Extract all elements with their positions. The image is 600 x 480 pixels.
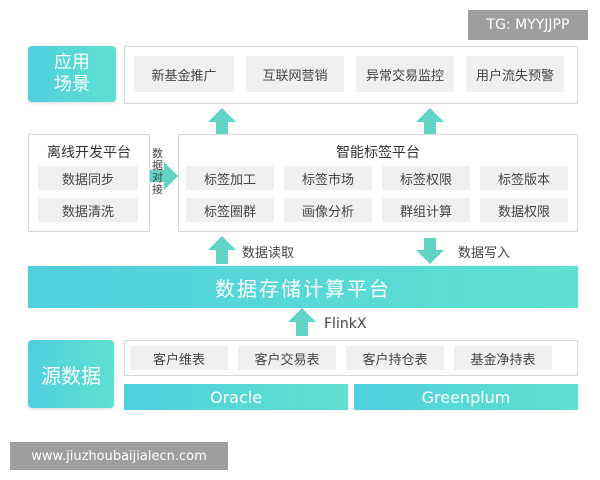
tag-item: 画像分析 <box>284 198 372 222</box>
tag-item: 数据权限 <box>480 198 568 222</box>
arrow-right-icon <box>150 162 178 190</box>
source-table: 客户持仓表 <box>346 346 444 370</box>
source-table: 基金净持表 <box>454 346 552 370</box>
tag-item: 标签版本 <box>480 166 568 190</box>
tag-item: 标签圈群 <box>186 198 274 222</box>
arrow-down-icon <box>416 238 444 264</box>
db-greenplum: Greenplum <box>354 384 578 410</box>
offline-item: 数据清洗 <box>38 198 138 222</box>
flinkx-label: FlinkX <box>324 316 367 332</box>
arrow-up-icon <box>208 236 236 264</box>
storage-bar: 数据存储计算平台 <box>28 266 578 308</box>
tag-item: 标签加工 <box>186 166 274 190</box>
tag-item: 群组计算 <box>382 198 470 222</box>
app-item: 互联网营销 <box>246 56 344 92</box>
tag-item: 标签市场 <box>284 166 372 190</box>
app-item: 用户流失预警 <box>466 56 564 92</box>
data-read-label: 数据读取 <box>242 246 295 261</box>
watermark-top: TG: MYYJJPP <box>468 10 588 40</box>
db-oracle: Oracle <box>124 384 348 410</box>
app-item: 异常交易监控 <box>356 56 454 92</box>
arrow-up-icon <box>416 108 444 134</box>
watermark-bottom: www.jiuzhoubaijialecn.com <box>10 442 228 470</box>
arrow-up-icon <box>208 108 236 134</box>
source-table: 客户交易表 <box>238 346 336 370</box>
apps-title-text: 应用场景 <box>54 52 90 95</box>
app-item: 新基金推广 <box>134 56 234 92</box>
link-label: 数据对接 <box>152 147 163 196</box>
tag-item: 标签权限 <box>382 166 470 190</box>
source-title: 源数据 <box>28 340 114 408</box>
source-table: 客户维表 <box>130 346 228 370</box>
offline-title: 离线开发平台 <box>47 145 131 161</box>
apps-title: 应用场景 <box>28 46 116 102</box>
data-write-label: 数据写入 <box>458 246 511 261</box>
tag-platform-title: 智能标签平台 <box>336 145 420 161</box>
offline-item: 数据同步 <box>38 166 138 190</box>
arrow-up-icon <box>288 308 316 336</box>
